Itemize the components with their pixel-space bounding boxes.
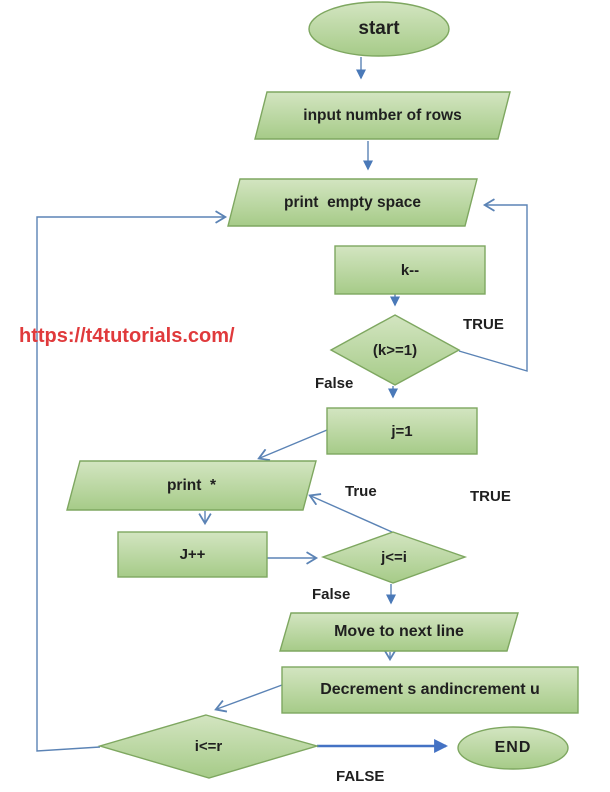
node-k-decrement-shape [334,245,486,295]
node-decrement-increment-shape [281,666,579,714]
node-start-shape [308,1,450,57]
edge-kcondition-true-loop [458,205,528,372]
edge-jcondition-true-to-printstar [311,496,393,533]
edge-label-i-false: FALSE [336,768,385,785]
edge-label-j-true: True [345,483,377,500]
node-j-increment-shape [117,531,268,578]
watermark-url: https://t4tutorials.com/ [19,325,235,347]
node-print-empty-space-shape [227,178,478,227]
edge-decrement-to-icondition [217,684,283,709]
node-end-shape [457,726,569,770]
edge-label-k-true: TRUE [463,316,504,333]
node-j-init-shape [326,407,478,455]
node-i-condition-shape [97,714,320,779]
node-move-next-line-shape [279,612,519,652]
edge-icondition-true-loop [36,217,224,752]
edge-label-k-false: False [315,375,354,392]
node-print-star-shape [66,460,317,511]
edge-label-j-true-outer: TRUE [470,488,511,505]
edge-jinit-to-printstar [260,429,328,458]
node-k-condition-shape [329,314,461,386]
node-input-rows-shape [254,91,511,140]
node-j-condition-shape [320,531,468,584]
edge-label-j-false: False [312,586,351,603]
